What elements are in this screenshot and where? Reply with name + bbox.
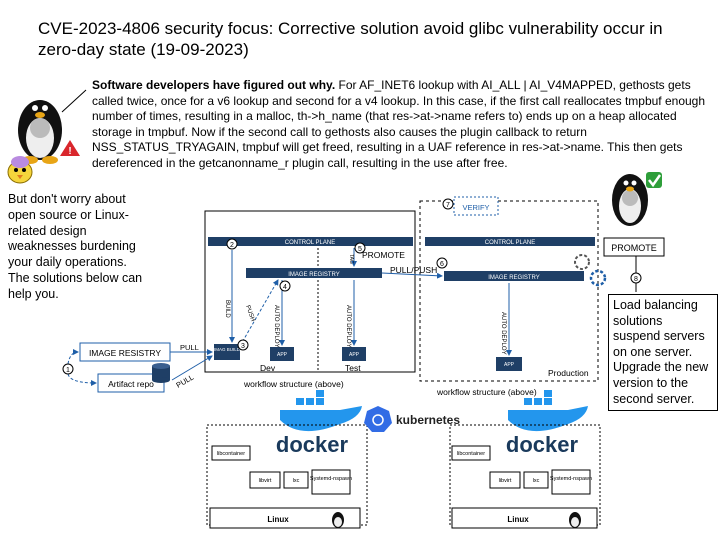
intro-paragraph: Software developers have figured out why…	[92, 78, 712, 172]
artifact-repo-box	[97, 373, 165, 393]
dev-label: Dev	[260, 363, 276, 373]
artifact-repo-label: Artifact repo	[108, 379, 154, 389]
page-title: CVE-2023-4806 security focus: Corrective…	[38, 19, 663, 59]
app-prod	[496, 357, 522, 371]
svg-text:!: !	[68, 146, 71, 157]
build-label: BUILD	[224, 300, 230, 318]
pull-label-2: PULL	[175, 373, 196, 390]
image-registry-bar-dev	[246, 268, 382, 278]
gear-icon	[574, 254, 607, 287]
lxc-right: lxc	[533, 478, 540, 484]
kubernetes-label: kubernetes	[396, 413, 460, 427]
chick-icon	[7, 156, 33, 184]
test-label: Test	[345, 363, 361, 373]
auto-deploy-dev: AUTO DEPLOY	[273, 305, 279, 348]
workflow-label-right: workflow structure (above)	[436, 387, 537, 397]
database-icon	[152, 363, 170, 383]
tux-small-icon	[332, 512, 344, 528]
tag-label: TAG	[348, 254, 354, 264]
step-8: 8	[634, 276, 638, 283]
libvirt-left: libvirt	[259, 478, 272, 484]
systemd-right: Systemd-nspawn	[550, 476, 592, 482]
control-plane-bar-prod	[425, 237, 595, 246]
tux-small-icon	[569, 512, 581, 528]
image-resistry-label: IMAGE RESISTRY	[89, 348, 161, 358]
step-1: 1	[66, 367, 70, 374]
image-registry-label-dev: IMAGE REGISTRY	[288, 272, 340, 278]
step-4: 4	[283, 284, 287, 291]
pointer-line	[61, 89, 87, 113]
app-test-label: APP	[349, 352, 360, 358]
promote-label: PROMOTE	[362, 250, 405, 260]
step-7: 7	[446, 202, 450, 209]
lxc-left: lxc	[293, 478, 300, 484]
right-note: Load balancing solutions suspend servers…	[608, 294, 718, 412]
app-prod-label: APP	[504, 362, 515, 368]
docker-stack-right: docker libcontainer libvirt lxc Systemd-…	[449, 390, 601, 529]
libcontainer-right: libcontainer	[457, 451, 485, 457]
step-markers: 1 2 3 4 5 6 7 8	[62, 198, 642, 375]
promote-box-label: PROMOTE	[611, 243, 657, 253]
image-build-label: IMAG BUILD	[214, 347, 241, 352]
step-5: 5	[358, 246, 362, 253]
step-3: 3	[241, 343, 245, 350]
push-label: PUSH	[244, 305, 255, 323]
tux-gnu-warning-icon: !	[18, 100, 80, 164]
step-2: 2	[230, 242, 234, 249]
auto-deploy-test: AUTO DEPLOY	[345, 305, 351, 348]
production-box	[419, 200, 599, 382]
control-plane-bar-dev	[208, 237, 413, 246]
pull-push-label: PULL/PUSH	[390, 265, 437, 275]
docker-logo-text: docker	[506, 432, 579, 457]
libcontainer-left: libcontainer	[217, 451, 245, 457]
control-plane-label-dev: CONTROL PLANE	[285, 240, 335, 246]
app-dev	[270, 347, 294, 361]
image-build-box	[214, 344, 240, 360]
app-test	[342, 347, 366, 361]
docker-stack-left: docker libcontainer libvirt lxc Systemd-…	[206, 390, 368, 529]
intro-bold: Software developers have figured out why…	[92, 78, 336, 92]
pull-label-1: PULL	[180, 343, 199, 352]
image-registry-bar-prod	[444, 271, 584, 281]
verify-box	[453, 196, 499, 216]
app-dev-label: APP	[277, 352, 288, 358]
verify-label: VERIFY	[462, 203, 489, 212]
control-plane-label-prod: CONTROL PLANE	[485, 240, 535, 246]
tux-check-icon	[612, 172, 662, 226]
intro-text: For AF_INET6 lookup with AI_ALL | AI_V4M…	[92, 78, 706, 170]
step-6: 6	[440, 261, 444, 268]
systemd-left: Systemd-nspawn	[310, 476, 352, 482]
auto-deploy-prod: AUTO DEPLOY	[500, 312, 506, 355]
linux-left: Linux	[267, 515, 289, 524]
workflow-label-left: workflow structure (above)	[243, 379, 344, 389]
linux-right: Linux	[507, 515, 529, 524]
production-label: Production	[548, 368, 589, 378]
left-note: But don't worry about open source or Lin…	[8, 192, 143, 301]
dev-test-box	[204, 210, 416, 373]
image-registry-label-prod: IMAGE REGISTRY	[488, 275, 540, 281]
kubernetes-logo-icon	[364, 406, 392, 432]
libvirt-right: libvirt	[499, 478, 512, 484]
docker-logo-text: docker	[276, 432, 349, 457]
promote-box	[603, 237, 665, 257]
